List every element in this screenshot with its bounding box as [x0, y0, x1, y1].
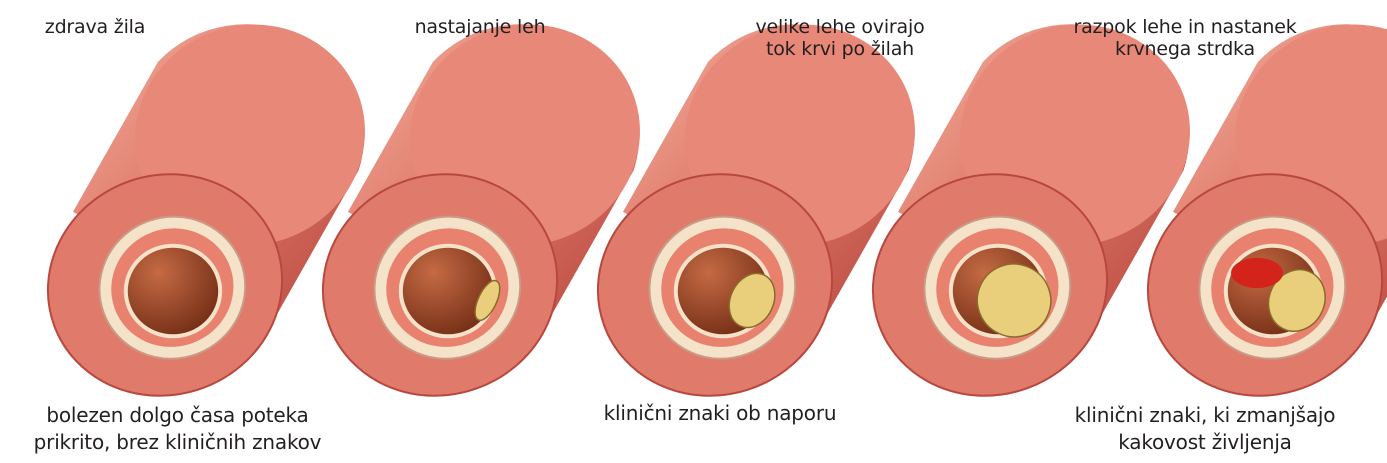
vessel-2: [292, 0, 672, 428]
bottom-label-asymptomatic: bolezen dolgo časa poteka prikrito, brez…: [0, 402, 355, 456]
vessel-1: [17, 0, 397, 428]
stage-1-title: zdrava žila: [10, 16, 180, 38]
stage-2-title: nastajanje leh: [385, 16, 575, 38]
vessel-lumen: [126, 246, 220, 337]
vessel-lumen: [401, 246, 495, 337]
stage-3-title: velike lehe ovirajo tok krvi po žilah: [720, 16, 960, 60]
blood-clot: [1231, 258, 1283, 288]
vessel-3: [567, 0, 947, 428]
bottom-label-quality-of-life: klinični znaki, ki zmanjšajo kakovost ži…: [1040, 402, 1370, 456]
stage-5-title: razpok lehe in nastanek krvnega strdka: [1040, 16, 1330, 60]
vessel-4: [842, 0, 1222, 428]
bottom-label-exertion: klinični znaki ob naporu: [540, 402, 900, 424]
